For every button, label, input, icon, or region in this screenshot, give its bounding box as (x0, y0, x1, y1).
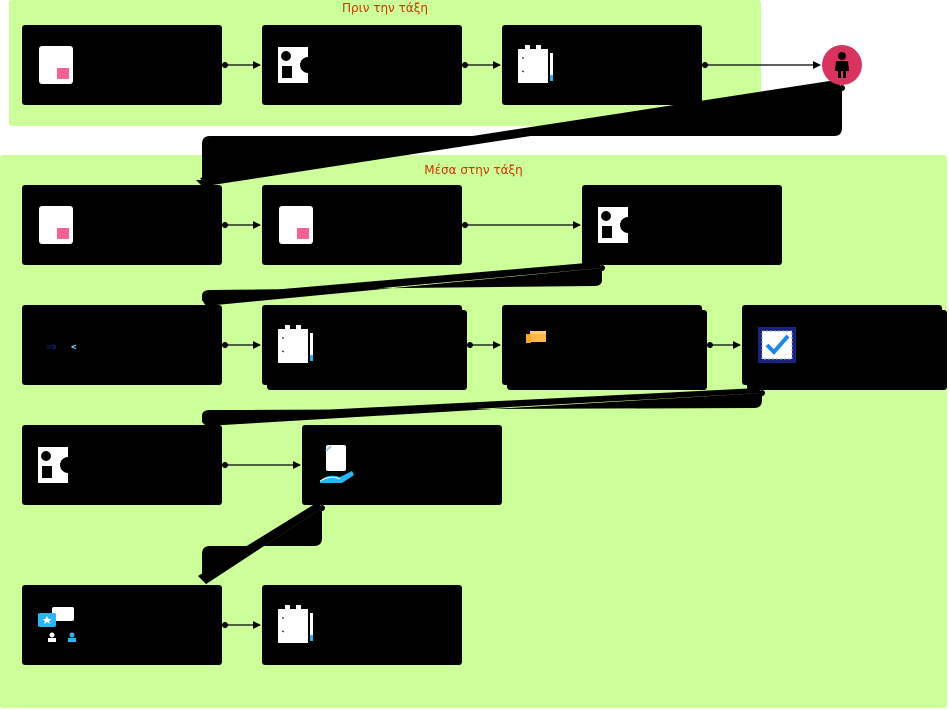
shapes-icon (598, 207, 636, 243)
person-icon (835, 52, 849, 78)
card-before-3[interactable] (502, 25, 702, 105)
shapes-icon (278, 47, 316, 83)
card-in-8[interactable] (22, 425, 222, 505)
card-in-4[interactable]: ⇒ < (22, 305, 222, 385)
card-before-2[interactable] (262, 25, 462, 105)
document-icon (39, 206, 73, 244)
card-in-10[interactable] (22, 585, 222, 665)
lane-title-inside: Μέσα στην τάξη (424, 163, 523, 177)
compare-icon: ⇒ < (46, 340, 76, 355)
hand-document-icon (319, 445, 354, 483)
compare-symbol-right: < (70, 340, 76, 355)
checklist-icon (278, 325, 313, 363)
document-icon (279, 206, 313, 244)
card-in-3[interactable] (582, 185, 782, 265)
card-in-11[interactable] (262, 585, 462, 665)
card-before-1[interactable] (22, 25, 222, 105)
checklist-icon (518, 45, 553, 83)
start-node[interactable] (822, 45, 862, 85)
compare-symbol-left: ⇒ (46, 340, 57, 355)
card-in-1[interactable] (22, 185, 222, 265)
checklist-icon (278, 605, 313, 643)
card-in-6[interactable] (502, 305, 702, 385)
card-in-2[interactable] (262, 185, 462, 265)
document-icon (39, 46, 73, 84)
card-in-5[interactable] (262, 305, 462, 385)
card-in-9[interactable] (302, 425, 502, 505)
discussion-icon (38, 607, 76, 642)
card-in-7[interactable] (742, 305, 942, 385)
tag-icon (526, 331, 546, 343)
lane-title-before: Πριν την τάξη (342, 1, 428, 15)
verified-check-icon (758, 327, 796, 363)
shapes-icon (38, 447, 76, 483)
